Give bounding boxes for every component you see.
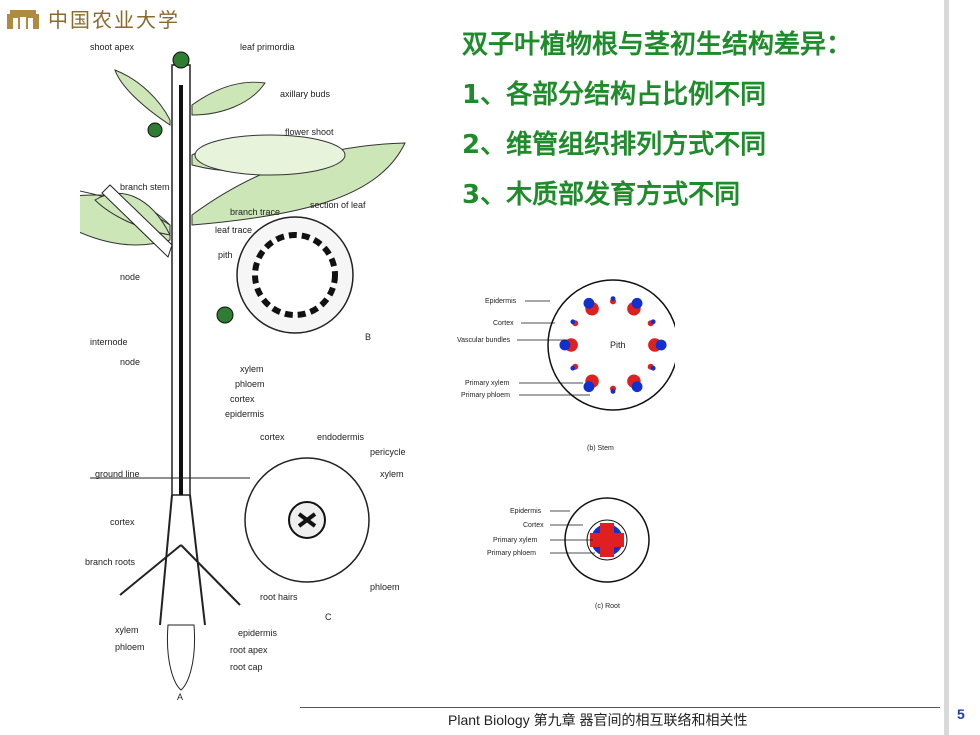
label-branch-stem: branch stem [120, 182, 170, 192]
label-root-apex: root apex [230, 645, 268, 655]
label-node-2: node [120, 357, 140, 367]
label-branch-trace: branch trace [230, 207, 280, 217]
label-pith: pith [218, 250, 233, 260]
root-caption: (c) Root [595, 603, 620, 610]
label-leaf-primordia: leaf primordia [240, 42, 295, 52]
vascular-bundle-phloem [559, 339, 571, 351]
label-pericycle: pericycle [370, 447, 406, 457]
vascular-bundle-phloem [655, 339, 667, 351]
label-epidermis: Epidermis [510, 508, 542, 515]
footer-divider [300, 707, 940, 708]
label-leaf-trace: leaf trace [215, 225, 252, 235]
label-panel-a: A [177, 692, 183, 702]
plant-anatomy-figure: shoot apex leaf primordia axillary buds … [80, 42, 406, 702]
university-logo: 中国农业大学 [6, 4, 180, 33]
heading-line-2: 1、各部分结构占比例不同 [462, 80, 767, 110]
vascular-bundle-phloem [610, 389, 616, 394]
label-xylem: xylem [240, 364, 264, 374]
label-section-of-leaf: section of leaf [310, 200, 366, 210]
label-cortex: cortex [230, 394, 255, 404]
vascular-bundle-phloem [650, 319, 656, 325]
label-primary-xylem: Primary xylem [493, 537, 538, 544]
vascular-bundle-phloem [610, 296, 616, 301]
label-root-hairs-1: root hairs [260, 592, 298, 602]
label-epidermis-c: epidermis [238, 628, 278, 638]
label-panel-c: C [325, 612, 332, 622]
label-phloem-root: phloem [115, 642, 145, 652]
label-node-1: node [120, 272, 140, 282]
slide-heading: 双子叶植物根与茎初生结构差异： 1、各部分结构占比例不同 2、维管组织排列方式不… [462, 20, 972, 220]
label-xylem-c: xylem [380, 469, 404, 479]
label-panel-b: B [365, 332, 371, 342]
vascular-bundle-phloem [631, 381, 643, 393]
label-axillary-buds: axillary buds [280, 89, 331, 99]
label-cortex: Cortex [493, 320, 514, 327]
label-ground-line: ground line [95, 469, 140, 479]
vascular-bundle-phloem [570, 319, 576, 325]
heading-line-3: 2、维管组织排列方式不同 [462, 130, 767, 160]
label-root-cap: root cap [230, 662, 263, 672]
label-primary-xylem: Primary xylem [465, 380, 510, 387]
label-branch-roots: branch roots [85, 557, 136, 567]
label-phloem-c: phloem [370, 582, 400, 592]
label-cortex-root: cortex [110, 517, 135, 527]
page-number: 5 [957, 706, 965, 722]
stem-caption: (b) Stem [587, 445, 614, 452]
heading-line-1: 双子叶植物根与茎初生结构差异： [462, 30, 853, 60]
vascular-bundle-phloem [583, 381, 595, 393]
label-xylem-root: xylem [115, 625, 139, 635]
label-internode: internode [90, 337, 128, 347]
label-cortex: Cortex [523, 522, 544, 529]
vascular-bundle-phloem [570, 365, 576, 371]
label-cortex-c: cortex [260, 432, 285, 442]
heading-line-4: 3、木质部发育方式不同 [462, 180, 741, 210]
gate-icon [7, 9, 39, 29]
label-flower-shoot: flower shoot [285, 127, 334, 137]
label-vascular-bundles: Vascular bundles [457, 337, 511, 344]
root-cross-section: Epidermis Cortex Primary xylem Primary p… [487, 497, 650, 610]
vascular-bundle-phloem [650, 365, 656, 371]
label-endodermis: endodermis [317, 432, 365, 442]
label-epidermis: Epidermis [485, 298, 517, 305]
label-primary-phloem: Primary phloem [461, 392, 510, 399]
slide-edge [944, 0, 949, 735]
label-primary-phloem: Primary phloem [487, 550, 536, 557]
label-phloem: phloem [235, 379, 265, 389]
footer-text: Plant Biology 第九章 器官间的相互联络和相关性 [448, 712, 748, 728]
label-pith: Pith [610, 340, 626, 350]
vascular-bundle-phloem [583, 297, 595, 309]
label-shoot-apex: shoot apex [90, 42, 135, 52]
stem-cross-section: Pith Epidermis Cortex Vascular bundles P… [457, 279, 675, 452]
logo-text: 中国农业大学 [48, 8, 180, 32]
label-epidermis: epidermis [225, 409, 265, 419]
vascular-bundle-phloem [631, 297, 643, 309]
